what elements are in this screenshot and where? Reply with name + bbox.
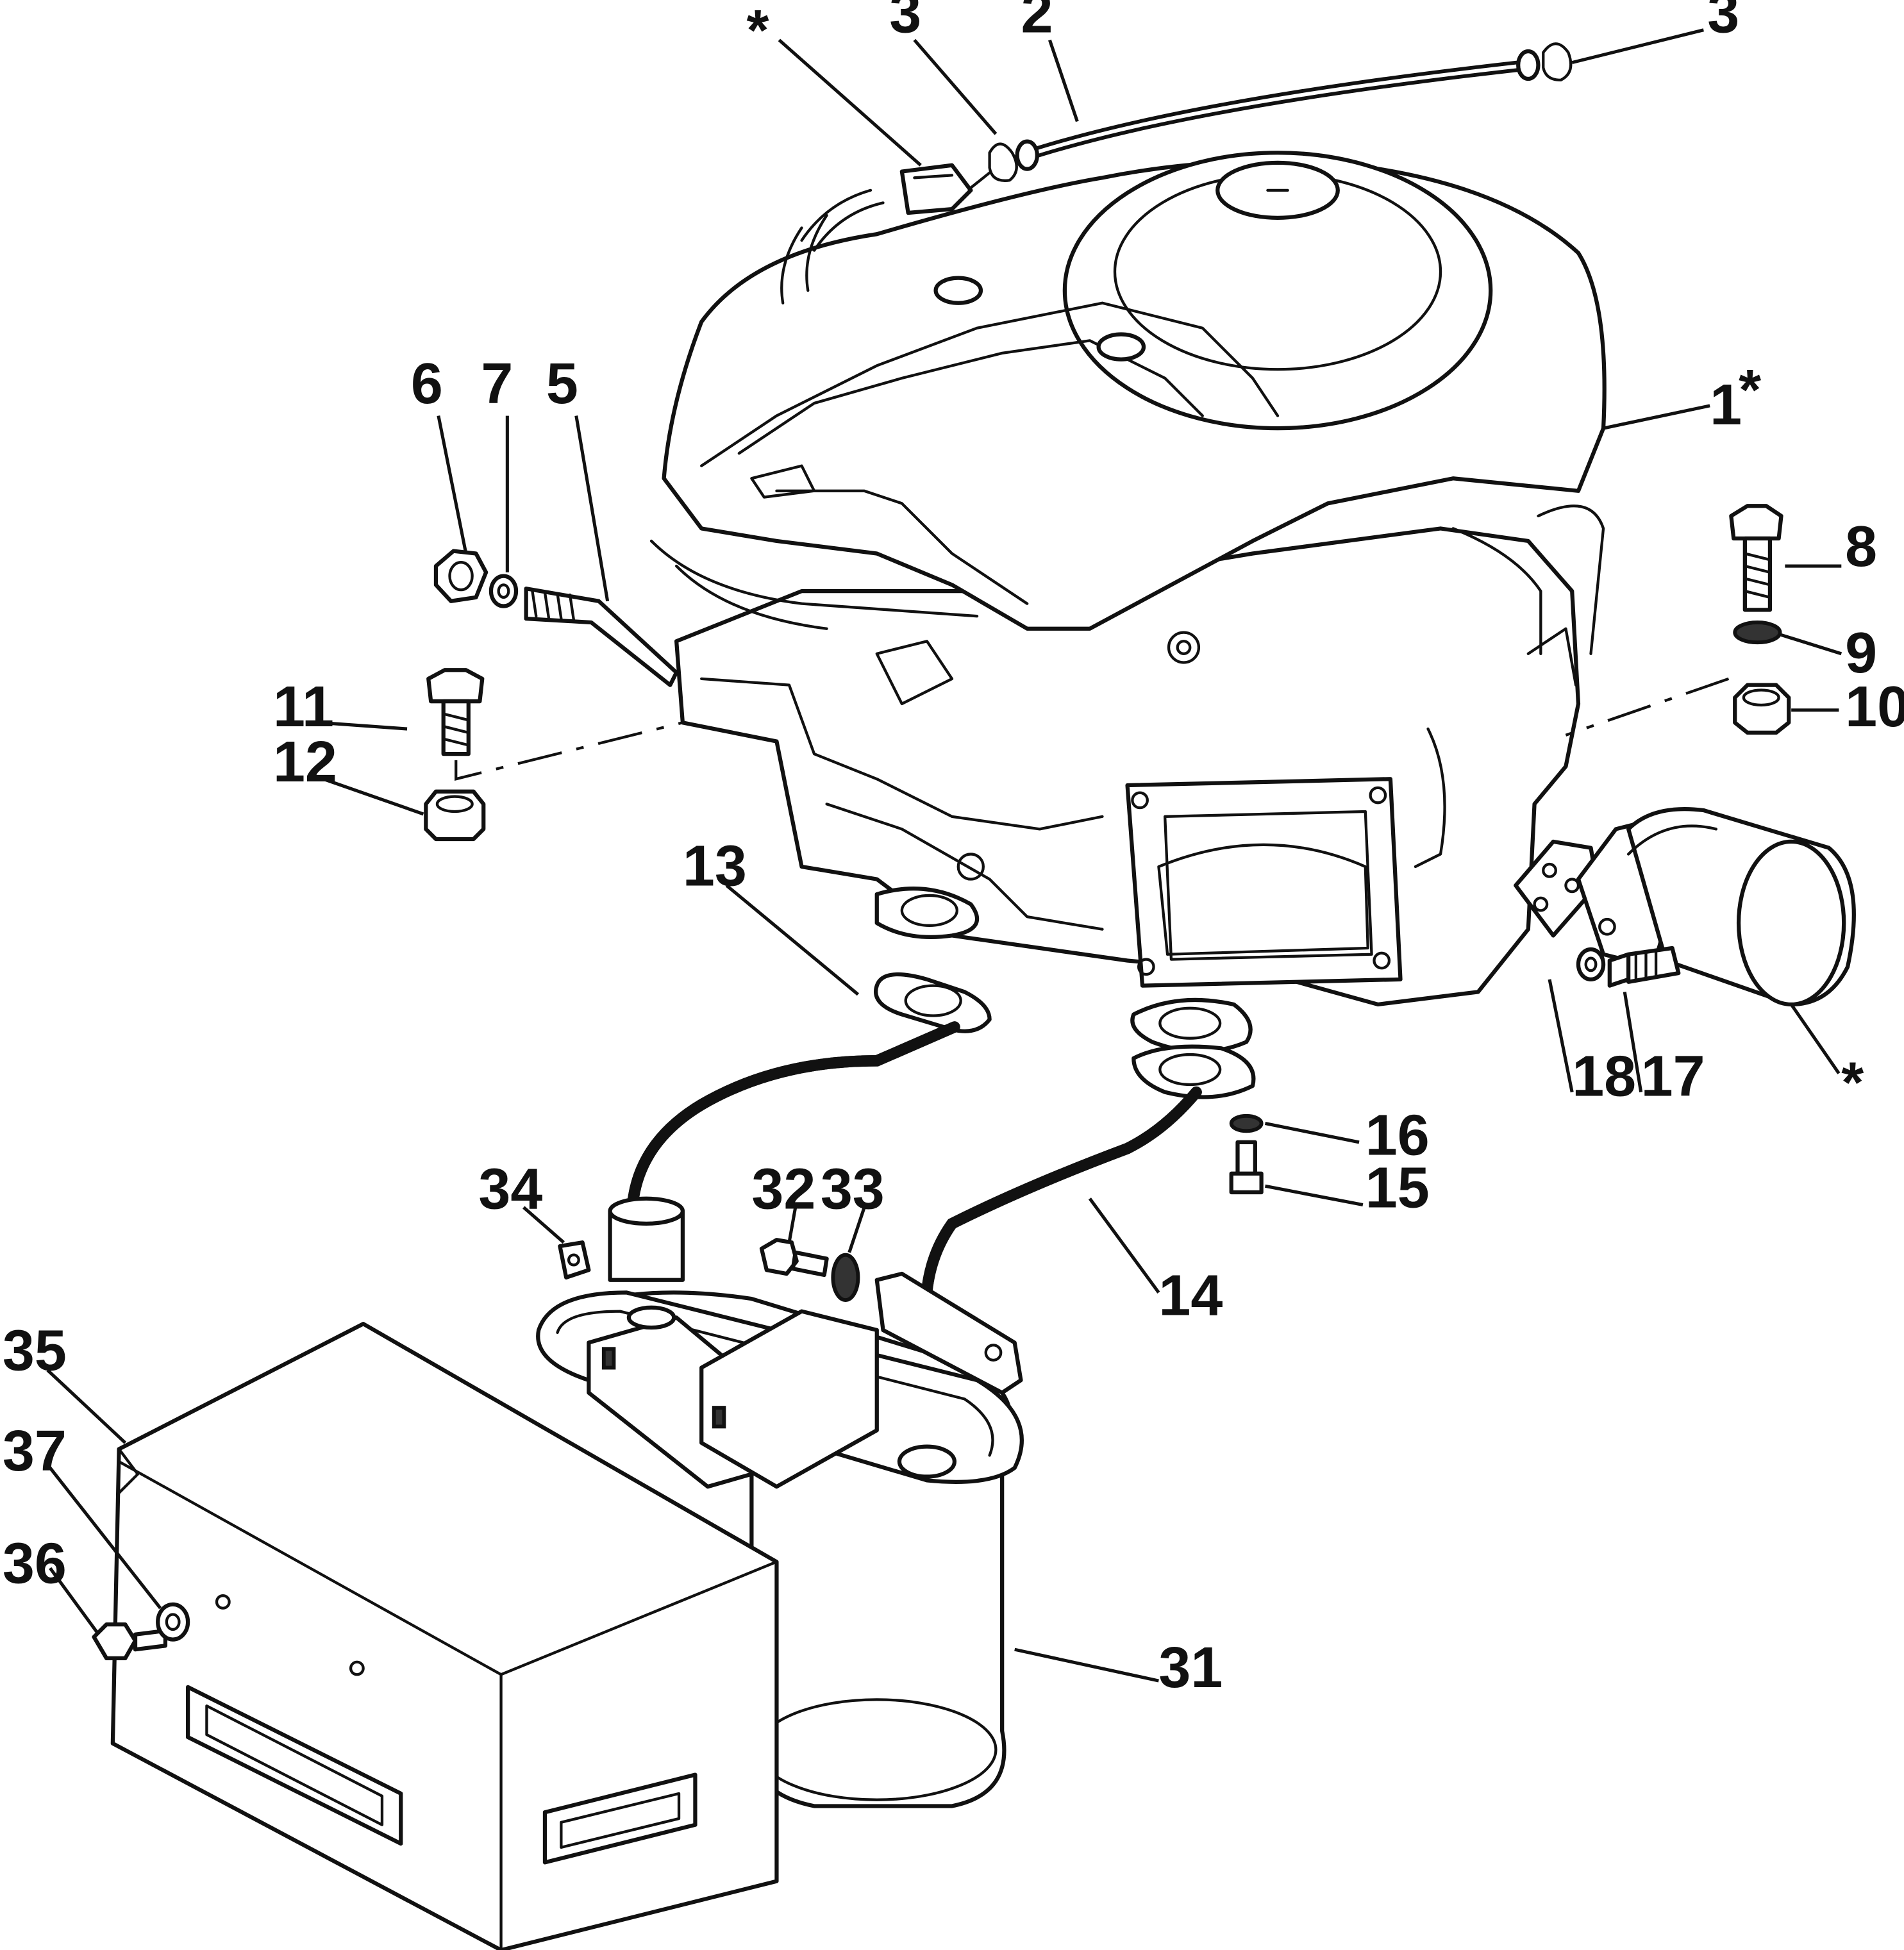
muffler-side-tab <box>874 1271 1023 1395</box>
callout-13: 13 <box>683 834 747 898</box>
washer-33 <box>831 1253 860 1302</box>
nut-12 <box>424 789 486 842</box>
bolt-32 <box>759 1238 829 1278</box>
callout-35: 35 <box>3 1319 67 1383</box>
leader-lines <box>46 28 1842 1683</box>
fuel-hose <box>1021 59 1534 161</box>
engine-flywheel-cover <box>1062 151 1493 431</box>
hose-clamp-left <box>988 142 1018 182</box>
callout-9: 9 <box>1845 621 1877 685</box>
drain-assembly <box>433 549 679 687</box>
fuel-line-assembly <box>800 42 1573 252</box>
callout-36: 36 <box>3 1532 67 1596</box>
washer-16 <box>1229 1113 1264 1133</box>
callout-14: 14 <box>1158 1263 1223 1328</box>
drain-washer <box>489 574 519 608</box>
callout-3-right: 3 <box>1707 0 1739 46</box>
heat-shield-slot-right <box>542 1772 697 1865</box>
engine <box>649 151 1607 1007</box>
hose-clamp-right <box>1542 42 1573 82</box>
bolt-36 <box>92 1622 168 1661</box>
callout-15: 15 <box>1365 1156 1430 1220</box>
nut-10 <box>1733 683 1791 735</box>
right-mount-hardware <box>1565 504 1791 737</box>
callout-1-star: * <box>1739 358 1761 422</box>
callout-star-top: * <box>747 0 769 63</box>
callout-34: 34 <box>478 1157 542 1221</box>
callout-37: 37 <box>3 1419 67 1483</box>
callout-3-left: 3 <box>889 0 921 46</box>
washer-18 <box>1576 947 1606 981</box>
fuel-filter-inline <box>899 163 973 215</box>
callout-33: 33 <box>821 1157 885 1221</box>
callout-5: 5 <box>546 352 578 416</box>
callout-16: 16 <box>1365 1103 1430 1167</box>
engine-cylinder-head <box>1125 777 1403 988</box>
washer-37 <box>156 1602 190 1642</box>
drain-pipe <box>524 587 679 687</box>
gasket-14 <box>1132 1044 1256 1099</box>
heat-shield <box>110 1322 779 1950</box>
callout-18: 18 <box>1572 1045 1636 1109</box>
bolt-17 <box>1607 946 1681 988</box>
callout-1: 1 <box>1710 373 1742 437</box>
callout-32: 32 <box>751 1157 815 1221</box>
bolt-8-head <box>1729 504 1783 541</box>
heat-shield-slot-left <box>185 1685 403 1846</box>
exhaust-pipes <box>608 887 1264 1433</box>
clip-34 <box>558 1240 591 1280</box>
gasket-13 <box>874 972 992 1033</box>
engine-knob-right <box>1096 332 1146 362</box>
bolt-11-head <box>426 668 485 704</box>
callout-17: 17 <box>1641 1045 1705 1109</box>
callout-6: 6 <box>411 352 443 416</box>
callout-labels: * 3 2 3 1 * 6 7 5 8 9 10 11 12 13 18 17 … <box>3 0 1904 1700</box>
callout-11: 11 <box>273 675 334 739</box>
callout-7: 7 <box>481 352 513 416</box>
callout-12: 12 <box>273 730 337 794</box>
gasket-upper-right <box>1130 997 1253 1054</box>
bolt-8-shank <box>1742 536 1773 612</box>
drain-plug-nut <box>433 549 489 603</box>
engine-knob-left <box>933 276 983 305</box>
bolt-15 <box>1229 1140 1264 1195</box>
muffler-assembly <box>92 1238 1024 1950</box>
callout-star-filter: * <box>1841 1051 1864 1115</box>
callout-8: 8 <box>1845 515 1877 579</box>
callout-2: 2 <box>1021 0 1053 46</box>
washer-9 <box>1733 621 1782 645</box>
left-mount-hardware <box>424 668 683 842</box>
callout-31: 31 <box>1158 1636 1223 1700</box>
callout-10: 10 <box>1845 675 1904 739</box>
oil-filter-assembly <box>1514 807 1856 1007</box>
